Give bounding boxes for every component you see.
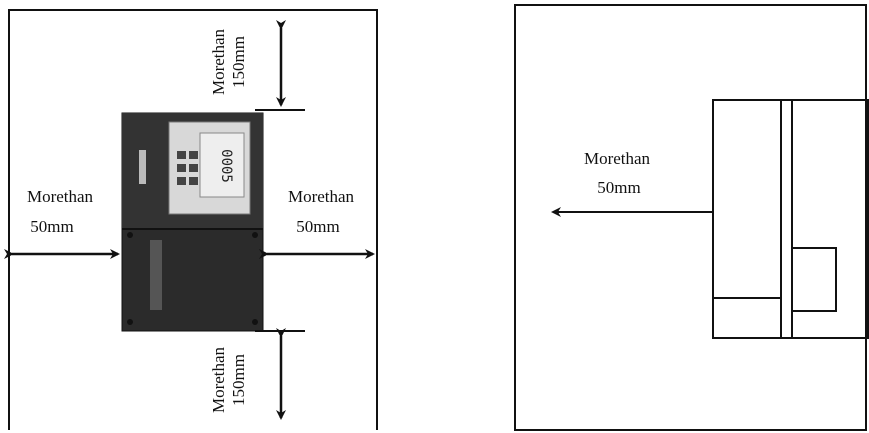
top-label-line1: Morethan <box>209 28 228 95</box>
inverter-screw <box>127 319 133 325</box>
inverter-warning-label <box>150 240 162 310</box>
inverter-nameplate-strip <box>139 150 146 184</box>
inverter-side-body <box>712 99 869 339</box>
top-label-line2: 150mm <box>229 36 248 88</box>
right-label-line1: Morethan <box>288 187 355 206</box>
bottom-label-line2: 150mm <box>229 354 248 406</box>
inverter-screw <box>252 232 258 238</box>
inverter-side-keypad <box>791 247 837 312</box>
left-clearance-diagram: 0005 Morethan 150mm <box>4 9 378 430</box>
bottom-clearance-label: Morethan 150mm <box>209 346 248 413</box>
inverter-side-view <box>712 99 869 339</box>
right-cabinet-outline <box>514 4 867 431</box>
inverter-screw <box>127 232 133 238</box>
left-label-line2: 50mm <box>30 217 73 236</box>
left-cabinet-outline <box>8 9 378 430</box>
keypad-button <box>189 164 198 172</box>
keypad-button <box>189 151 198 159</box>
right-label-line2: 50mm <box>296 217 339 236</box>
bottom-label-line1: Morethan <box>209 346 228 413</box>
keypad-button <box>177 177 186 185</box>
inverter-screw <box>252 319 258 325</box>
right-clearance-diagram: Morethan 50mm <box>514 4 869 431</box>
keypad-button <box>189 177 198 185</box>
right-diagram-label-line2: 50mm <box>597 178 640 197</box>
right-diagram-label-line1: Morethan <box>584 149 651 168</box>
inverter-unit: 0005 <box>121 112 264 332</box>
top-clearance-label: Morethan 150mm <box>209 28 248 95</box>
inverter-display <box>199 132 245 198</box>
keypad-button <box>177 151 186 159</box>
display-readout: 0005 <box>218 149 234 183</box>
left-label-line1: Morethan <box>27 187 94 206</box>
keypad-button <box>177 164 186 172</box>
